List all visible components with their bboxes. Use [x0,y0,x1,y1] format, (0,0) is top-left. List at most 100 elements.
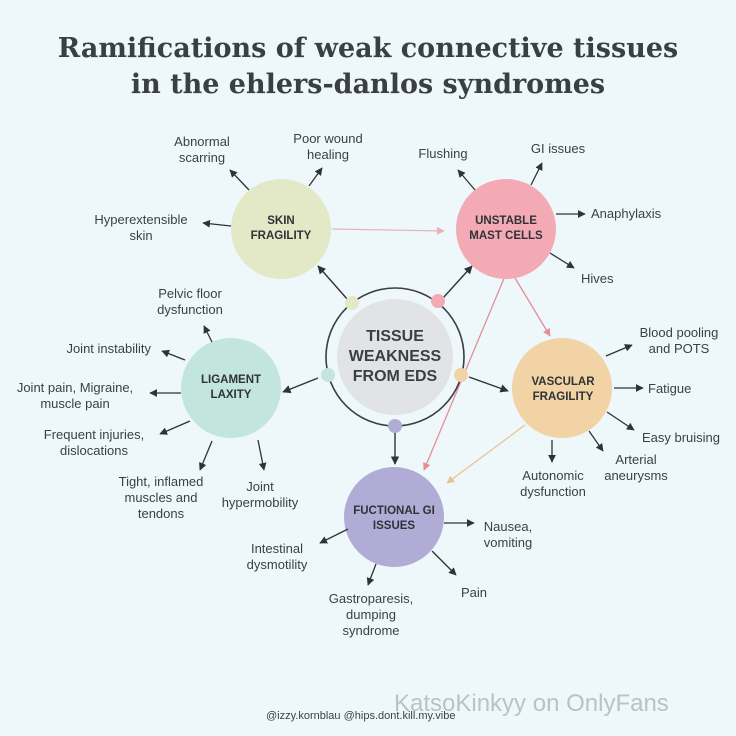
arrow-center-vascular [468,376,509,393]
node-unstable-mast-cells: UNSTABLE MAST CELLS [469,214,542,244]
label-anaphylaxis-line-1: Anaphylaxis [591,206,662,221]
node-mast-line-1: UNSTABLE [475,215,537,227]
label-fatigue: Fatigue [648,381,691,397]
label-gastroparesis-line-2: dumping [346,607,396,622]
label-easy-bruising-line-1: Easy bruising [641,430,721,445]
node-mast-line-2: MAST CELLS [469,230,543,242]
label-joint-instability: Joint instability [66,341,151,357]
ring-dot-mast [431,294,445,308]
label-abnormal-scarring-line-1: Abnormal [174,134,230,149]
label-pain-line-1: Pain [460,585,488,600]
label-fatigue-line-1: Fatigue [648,381,692,396]
label-intestinal-dysmotility-line-1: Intestinal [250,541,304,556]
label-frequent-injuries-line-1: Frequent injuries, [43,427,145,442]
label-joint-instability-line-1: Joint instability [66,341,151,356]
label-hyperextensible-skin: Hyperextensible skin [94,212,187,244]
label-blood-pooling-pots: Blood pooling and POTS [640,325,719,357]
label-nausea-line-2: vomiting [483,535,533,550]
node-ligament-line-1: LIGAMENT [200,374,262,386]
label-pelvic-floor-dysfunction: Pelvic floor dysfunction [157,286,223,318]
label-autonomic-dysfunction-line-1: Autonomic [522,468,584,483]
label-hyperextensible-skin-line-2: skin [129,228,153,243]
label-arterial-aneurysms-line-2: aneurysms [604,468,668,483]
link-skin-to-mast [331,226,445,235]
label-gi-issues-line-1: GI issues [530,141,586,156]
node-gi-circle [344,467,444,567]
label-tight-inflamed-muscles: Tight, inflamed muscles and tendons [119,474,204,522]
node-skin-line-1: SKIN [267,215,295,227]
center-circle [337,299,453,415]
arrow-center-mast [442,265,473,299]
label-joint-hypermobility-line-2: hypermobility [221,495,299,510]
label-frequent-injuries-line-2: dislocations [60,443,128,458]
arrow-gastroparesis [366,563,377,586]
label-arterial-aneurysms: Arterial aneurysms [604,452,668,484]
arrow-blood-pooling [605,344,633,357]
label-poor-wound-healing: Poor wound healing [293,131,362,163]
label-gastroparesis-line-3: syndrome [342,623,400,638]
arrow-poor-wound-healing [308,167,323,187]
label-poor-wound-healing-line-2: healing [307,147,349,162]
label-joint-hypermobility-line-1: Joint [246,479,274,494]
label-pelvic-floor-line-2: dysfunction [157,302,223,317]
arrow-pelvic-floor [203,325,213,343]
label-gi-issues: GI issues [531,141,585,157]
arrow-joint-instability [161,349,186,361]
label-joint-pain-migraine: Joint pain, Migraine, muscle pain [17,380,133,412]
node-skin-circle [231,179,331,279]
ring-dot-skin [345,296,359,310]
arrow-hyperextensible-skin [202,219,232,228]
arrow-joint-hypermobility [257,439,267,471]
label-joint-hypermobility: Joint hypermobility [222,479,299,511]
ring-dot-ligament [321,368,335,382]
label-joint-pain-line-1: Joint pain, Migraine, [16,380,134,395]
arrow-easy-bruising [606,411,635,431]
arrow-flushing [457,169,476,191]
label-hives: Hives [581,271,614,287]
title-line-2: in the ehlers-danlos syndromes [130,69,606,100]
center-line-1: TISSUE [366,328,424,345]
label-gastroparesis-line-1: Gastroparesis, [328,591,414,606]
label-frequent-injuries: Frequent injuries, dislocations [44,427,144,459]
label-easy-bruising: Easy bruising [642,430,720,446]
arrow-intestinal-dysmotility [319,528,349,544]
label-joint-pain-line-2: muscle pain [40,396,110,411]
label-nausea-vomiting: Nausea, vomiting [484,519,532,551]
node-skin-fragility: SKIN FRAGILITY [251,214,312,244]
label-intestinal-dysmotility: Intestinal dysmotility [247,541,308,573]
ring-dot-gi [388,419,402,433]
node-gi-line-2: ISSUES [372,520,416,532]
credits: @izzy.kornblau @hips.dont.kill.my.vibe [266,710,456,722]
node-ligament-circle [181,338,281,438]
arrow-center-ligament [282,377,319,394]
label-flushing-line-1: Flushing [418,146,468,161]
arrow-hives [549,252,575,269]
label-pelvic-floor-line-1: Pelvic floor [158,286,222,301]
node-vascular-circle [512,338,612,438]
label-blood-pooling-line-2: and POTS [648,341,710,356]
label-abnormal-scarring: Abnormal scarring [174,134,230,166]
link-vascular-to-gi [446,424,526,484]
label-intestinal-dysmotility-line-2: dysmotility [246,557,308,572]
node-functional-gi-issues: FUCTIONAL GI ISSUES [353,504,435,534]
node-vascular-line-1: VASCULAR [531,376,595,388]
label-flushing: Flushing [418,146,467,162]
label-tight-muscles-line-1: Tight, inflamed [118,474,204,489]
label-pain: Pain [461,585,487,601]
node-skin-line-2: FRAGILITY [250,230,312,242]
arrow-gi-issues [530,162,543,186]
arrow-abnormal-scarring [229,169,250,191]
node-ligament-line-2: LAXITY [210,389,252,401]
title-line-1: Ramifications of weak connective tissues [57,33,679,64]
label-anaphylaxis: Anaphylaxis [591,206,661,222]
center-line-2: WEAKNESS [348,348,442,365]
watermark: KatsoKinkyy on OnlyFans [394,690,669,717]
arrow-tight-muscles [199,440,213,471]
node-gi-line-1: FUCTIONAL GI [353,505,435,517]
center-line-3: FROM EDS [352,368,438,385]
label-hyperextensible-skin-line-1: Hyperextensible [94,212,188,227]
label-nausea-line-1: Nausea, [483,519,533,534]
label-blood-pooling-line-1: Blood pooling [639,325,719,340]
